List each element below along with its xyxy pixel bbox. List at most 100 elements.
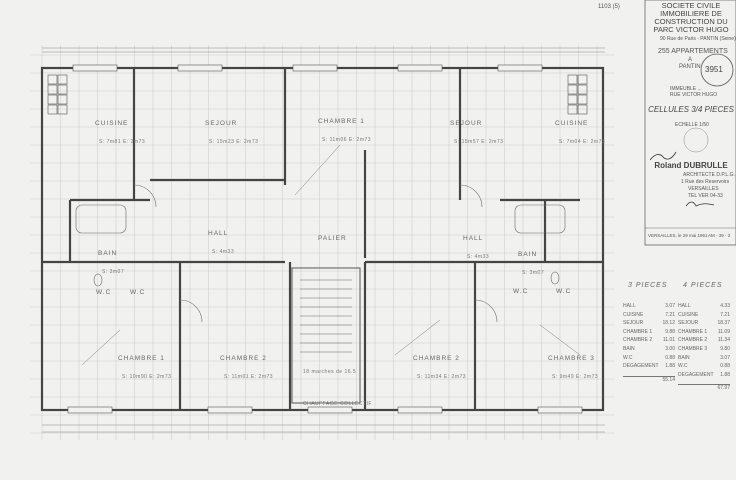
bathtub <box>514 204 566 234</box>
room-area: S: 15m57 E: 2m73 <box>454 139 504 145</box>
corner-ref: 1103 (5) <box>598 4 620 10</box>
area-room: CHAMBRE 3 <box>678 345 708 352</box>
bathtub <box>75 204 127 234</box>
signature <box>685 201 715 207</box>
project-line-3: PANTIN <box>679 64 701 70</box>
stove-burner <box>57 74 68 85</box>
stove-burner <box>567 74 578 85</box>
heating-note: CHAUFFAGE COLLECTIF <box>303 401 372 407</box>
room-area: S: 15m23 E: 2m73 <box>209 139 259 145</box>
room-label: W.C <box>96 289 112 296</box>
room-label: CHAMBRE 3 <box>548 355 595 362</box>
area-value: 9.88 <box>665 328 675 335</box>
area-value: 7.21 <box>720 311 730 318</box>
stove-burner <box>57 94 68 105</box>
room-label: HALL <box>208 230 229 237</box>
area-room: HALL <box>623 303 636 309</box>
room-label: CUISINE <box>95 120 129 127</box>
room-label: SEJOUR <box>205 120 238 127</box>
area-room: DEGAGEMENT <box>678 371 714 378</box>
stove-burner <box>47 94 58 105</box>
area-value: 3.07 <box>720 354 730 361</box>
drawing-date: VERSAILLES, le 29 mai 1961 <box>648 233 708 238</box>
area-total: 55.14 <box>662 376 675 383</box>
staircase <box>291 267 361 404</box>
stove-burner <box>47 74 58 85</box>
area-value: 11.01 <box>662 337 675 344</box>
area-value: 9.80 <box>720 345 730 352</box>
stove-burner <box>577 84 588 95</box>
stove-burner <box>57 84 68 95</box>
area-value: 1.88 <box>665 363 675 370</box>
stove-burner <box>57 104 68 115</box>
area-row: CHAMBRE 2 11.01 <box>623 337 675 346</box>
area-room: SEJOUR <box>678 320 699 327</box>
door-swing <box>179 299 203 323</box>
window <box>292 64 338 72</box>
room-area: S: 4m33 <box>212 249 235 255</box>
table-4-pieces-title: 4 PIECES <box>683 282 723 289</box>
toilet <box>93 273 103 287</box>
diagonal-mark <box>294 144 341 196</box>
door-swing <box>459 184 483 208</box>
room-area: S: 7m04 E: 2m73 <box>559 139 606 145</box>
drawing-ref: AM - 39 - 3 <box>708 233 731 238</box>
drawing-scale: ECHELLE 1/50 <box>675 122 709 128</box>
area-value: 4.33 <box>720 303 730 309</box>
stove-burner <box>567 84 578 95</box>
stairs-note: 18 marches de 16.5 <box>303 369 357 375</box>
room-label: W.C <box>556 288 572 295</box>
area-row: DEGAGEMENT 1.88 <box>623 363 675 372</box>
project-line-2: A <box>688 57 693 63</box>
area-value: 0.88 <box>665 354 675 361</box>
stamp-number: 3951 <box>705 65 723 74</box>
stove-burner <box>577 94 588 105</box>
room-label: W.C <box>130 289 146 296</box>
building-line-1: IMMEUBLE ... <box>670 86 702 92</box>
room-label: CHAMBRE 1 <box>118 355 165 362</box>
door-swing <box>133 184 157 208</box>
area-value: 18.12 <box>662 320 675 327</box>
window <box>307 406 353 414</box>
company-line-3: 90 Rue de Paris - PANTIN (Seine) <box>660 36 736 42</box>
window <box>177 64 223 72</box>
area-value: 1.88 <box>720 371 730 378</box>
area-total-row: 55.14 <box>623 375 675 386</box>
window <box>497 64 543 72</box>
stove-burner <box>47 104 58 115</box>
building-line-2: RUE VICTOR HUGO <box>670 92 718 98</box>
window <box>67 406 113 414</box>
area-room: W.C <box>623 354 633 361</box>
area-row: DEGAGEMENT 1.88 <box>678 372 730 381</box>
room-area: S: 11m01 E: 2m73 <box>224 374 274 380</box>
diagonal-mark <box>394 319 441 356</box>
architect-name: Roland DUBRULLE <box>654 161 728 170</box>
window <box>537 406 583 414</box>
area-room: DEGAGEMENT <box>623 363 659 370</box>
area-row: CHAMBRE 3 9.80 <box>678 346 730 355</box>
window <box>72 64 118 72</box>
room-area: S: 3m07 <box>102 269 125 275</box>
title-block-border <box>644 0 736 246</box>
room-label: PALIER <box>318 235 347 242</box>
area-room: HALL <box>678 303 691 309</box>
room-area: S: 9m49 E: 2m73 <box>552 374 599 380</box>
toilet <box>550 271 560 285</box>
area-room: CUISINE <box>623 311 644 318</box>
area-room: CHAMBRE 2 <box>623 337 653 344</box>
room-label: CHAMBRE 1 <box>318 118 365 125</box>
room-label: HALL <box>463 235 484 242</box>
area-room: BAIN <box>678 354 690 361</box>
room-area: S: 10m90 E: 2m73 <box>122 374 172 380</box>
area-room: W.C <box>678 363 688 370</box>
stove-burner <box>577 74 588 85</box>
room-label: CUISINE <box>555 120 589 127</box>
table-3-pieces-title: 3 PIECES <box>628 282 668 289</box>
area-room: BAIN <box>623 345 635 352</box>
